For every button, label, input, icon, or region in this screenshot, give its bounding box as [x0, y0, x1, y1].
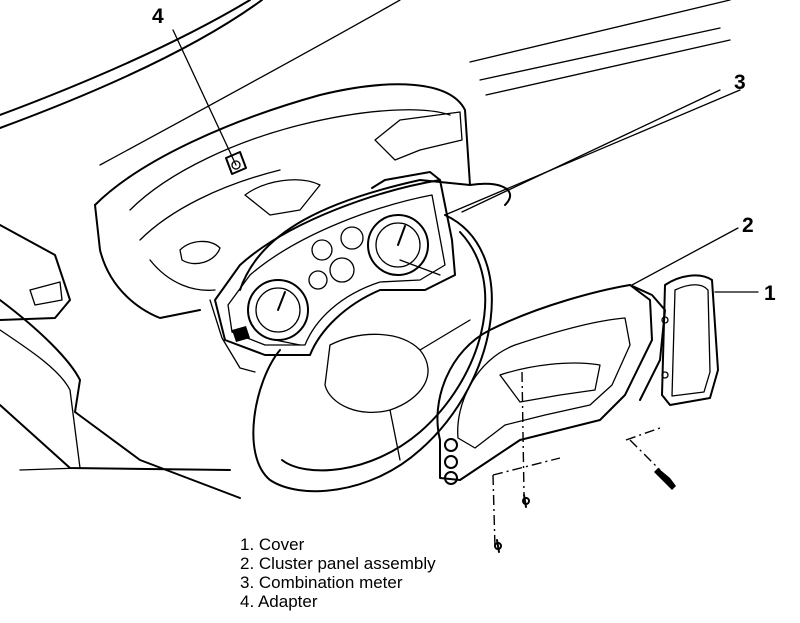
legend-item-combination-meter: 3. Combination meter	[240, 573, 403, 592]
legend-item-cover: 1. Cover	[240, 535, 305, 554]
leader-lines	[172, 29, 759, 293]
dashboard-outline	[0, 0, 741, 499]
fasteners	[492, 371, 676, 553]
cover	[661, 274, 719, 406]
parts-legend: 1. Cover 2. Cluster panel assembly 3. Co…	[240, 535, 436, 611]
callout-4-label: 4	[152, 5, 164, 28]
cluster-panel-assembly	[436, 284, 666, 485]
adapter	[225, 151, 247, 175]
legend-item-adapter: 4. Adapter	[240, 592, 318, 611]
combination-meter	[209, 171, 456, 373]
callout-1-label: 1	[764, 282, 776, 305]
steering-wheel	[252, 214, 493, 493]
callout-2-label: 2	[742, 214, 754, 237]
callout-3-label: 3	[734, 71, 746, 94]
legend-item-cluster-panel: 2. Cluster panel assembly	[240, 554, 436, 573]
